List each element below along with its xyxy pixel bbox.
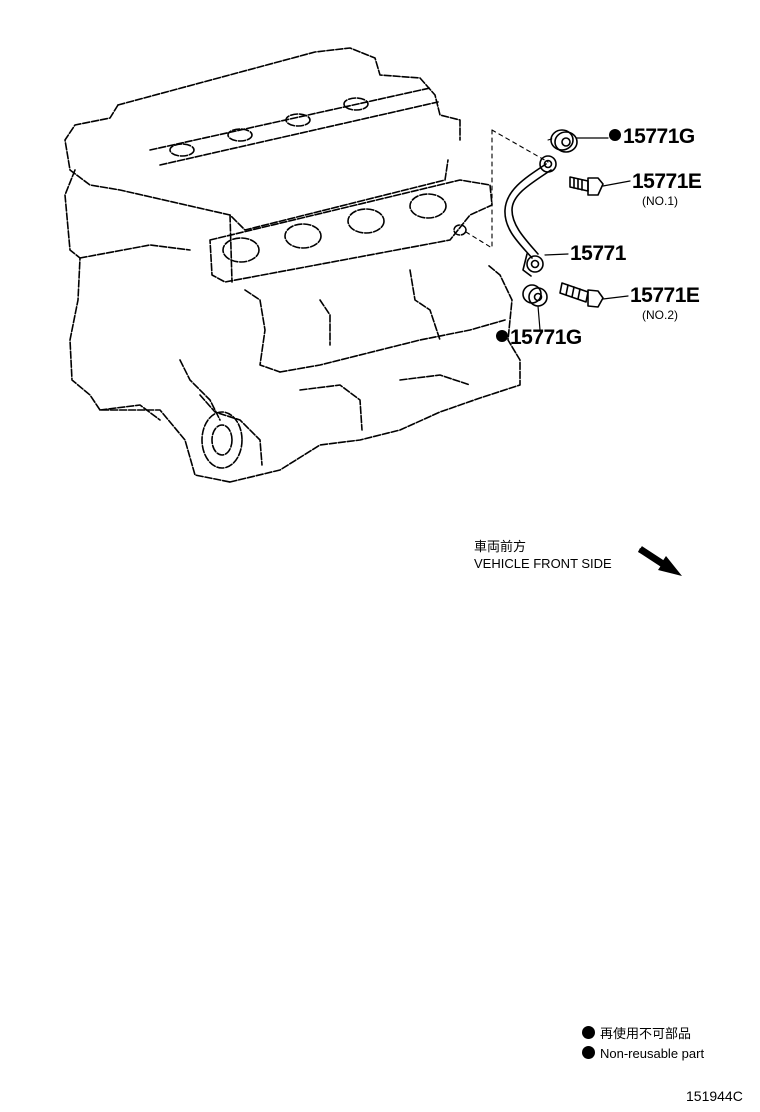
- callout-15771e-no1-sub: (NO.1): [642, 194, 678, 208]
- callout-15771e-no1: 15771E: [632, 170, 702, 193]
- callout-15771g-bottom: 15771G: [496, 326, 582, 350]
- union-bolt-no1: [569, 176, 604, 196]
- union-bolt-no2: [559, 282, 604, 308]
- non-reusable-dot-icon: [582, 1046, 595, 1060]
- front-direction-arrow-icon: [638, 546, 682, 576]
- front-direction-jp: 車両前方: [474, 539, 527, 554]
- callout-text: 15771G: [623, 125, 695, 148]
- non-reusable-dot-icon: [609, 129, 621, 142]
- oil-hose-15771: [504, 155, 557, 277]
- non-reusable-dot-icon: [496, 330, 508, 343]
- non-reusable-dot-icon: [582, 1026, 595, 1040]
- legend-row-jp: 再使用不可部品: [582, 1024, 704, 1044]
- callout-lines: [537, 137, 631, 331]
- engine-block: [64, 47, 521, 483]
- callout-text: 15771G: [510, 326, 582, 349]
- callout-15771e-no2: 15771E: [630, 284, 700, 307]
- gasket-bottom: [522, 284, 548, 307]
- callout-15771e-no2-sub: (NO.2): [642, 308, 678, 322]
- gasket-top: [550, 129, 578, 153]
- front-direction-en: VEHICLE FRONT SIDE: [474, 556, 612, 571]
- front-direction-label: 車両前方 VEHICLE FRONT SIDE: [474, 538, 612, 572]
- callout-15771: 15771: [570, 242, 626, 265]
- legend-jp-text: 再使用不可部品: [600, 1026, 692, 1041]
- callout-15771g-top: 15771G: [609, 125, 695, 149]
- legend: 再使用不可部品 Non-reusable part: [582, 1024, 704, 1064]
- legend-row-en: Non-reusable part: [582, 1044, 704, 1064]
- figure-code: 151944C: [686, 1088, 743, 1104]
- legend-en-text: Non-reusable part: [600, 1046, 705, 1061]
